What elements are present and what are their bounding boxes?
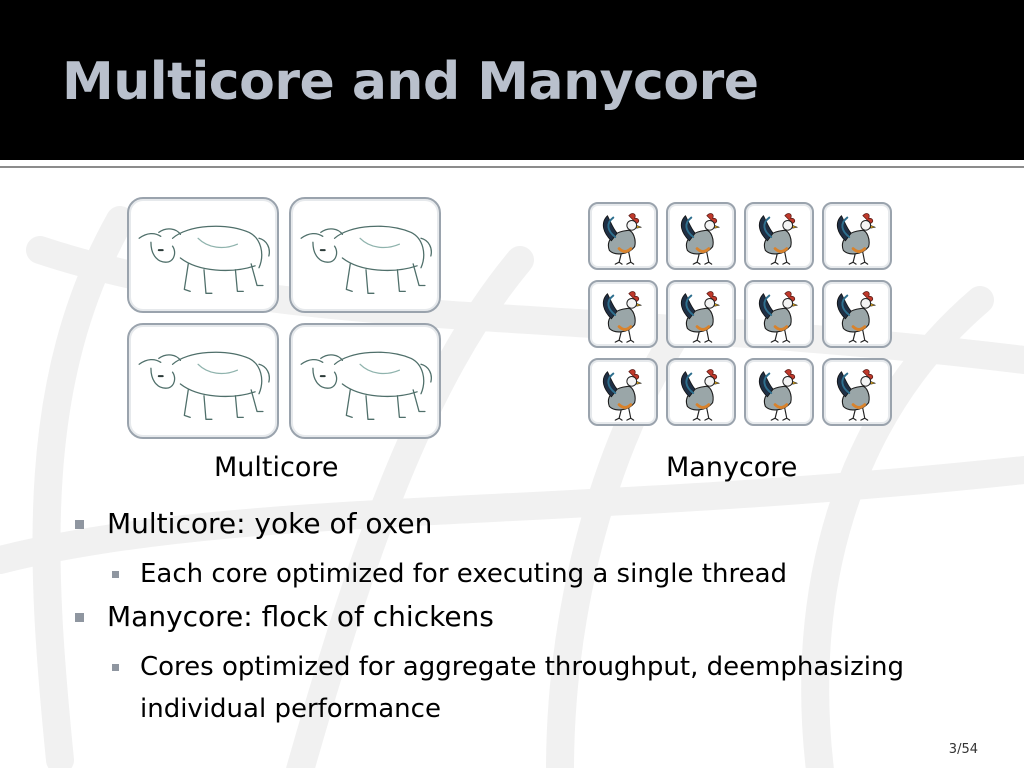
chicken-tile: [822, 358, 892, 426]
sub-bullet-marker: [112, 571, 119, 578]
bullet-item: Multicore: yoke of oxen: [107, 507, 433, 540]
ox-icon: [138, 351, 271, 421]
chicken-tile: [822, 280, 892, 348]
chicken-tile: [744, 280, 814, 348]
chicken-tile: [588, 202, 658, 270]
chicken-icon: [679, 368, 721, 422]
ox-icon: [300, 351, 433, 421]
chicken-icon: [757, 290, 799, 344]
chicken-icon: [835, 290, 877, 344]
bullet-item: Manycore: flock of chickens: [107, 600, 494, 633]
chicken-tile: [588, 280, 658, 348]
title-bar-rule-line: [0, 166, 1024, 168]
chicken-icon: [601, 212, 643, 266]
chicken-icon: [757, 212, 799, 266]
chicken-tile: [744, 358, 814, 426]
sub-bullet-item: Each core optimized for executing a sing…: [140, 559, 788, 589]
multicore-caption: Multicore: [214, 452, 339, 483]
sub-bullet-item: Cores optimized for aggregate throughput…: [140, 652, 904, 682]
chicken-icon: [835, 212, 877, 266]
chicken-icon: [835, 368, 877, 422]
title-bar-rule: [0, 160, 1024, 164]
chicken-tile: [666, 280, 736, 348]
ox-icon: [300, 225, 433, 295]
chicken-icon: [601, 368, 643, 422]
chicken-tile: [666, 358, 736, 426]
sub-bullet-marker: [112, 664, 119, 671]
page-number: 3/54: [948, 742, 978, 757]
ox-tile: [289, 197, 441, 313]
ox-tile: [127, 323, 279, 439]
chicken-tile: [666, 202, 736, 270]
slide-title: Multicore and Manycore: [62, 52, 759, 112]
chicken-tile: [744, 202, 814, 270]
chicken-tile: [822, 202, 892, 270]
chicken-tile: [588, 358, 658, 426]
bullet-marker: [75, 613, 84, 622]
chicken-icon: [601, 290, 643, 344]
chicken-icon: [679, 212, 721, 266]
chicken-icon: [679, 290, 721, 344]
ox-tile: [127, 197, 279, 313]
ox-tile: [289, 323, 441, 439]
chicken-icon: [757, 368, 799, 422]
manycore-caption: Manycore: [666, 452, 798, 483]
ox-icon: [138, 225, 271, 295]
title-bar: [0, 0, 1024, 160]
sub-bullet-item-continued: individual performance: [140, 694, 441, 724]
bullet-marker: [75, 520, 84, 529]
